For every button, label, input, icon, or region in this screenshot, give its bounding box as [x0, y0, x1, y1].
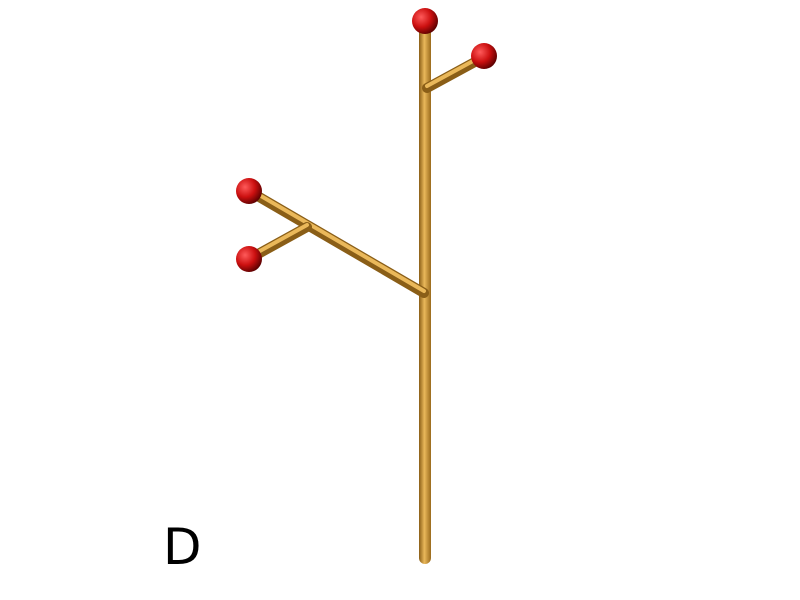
bud-left-lower	[236, 246, 262, 272]
long-left-branch	[244, 186, 429, 298]
bud-upper-right	[471, 43, 497, 69]
bud-top	[412, 8, 438, 34]
bud-left-upper	[236, 178, 262, 204]
panel-label: D	[163, 518, 202, 576]
